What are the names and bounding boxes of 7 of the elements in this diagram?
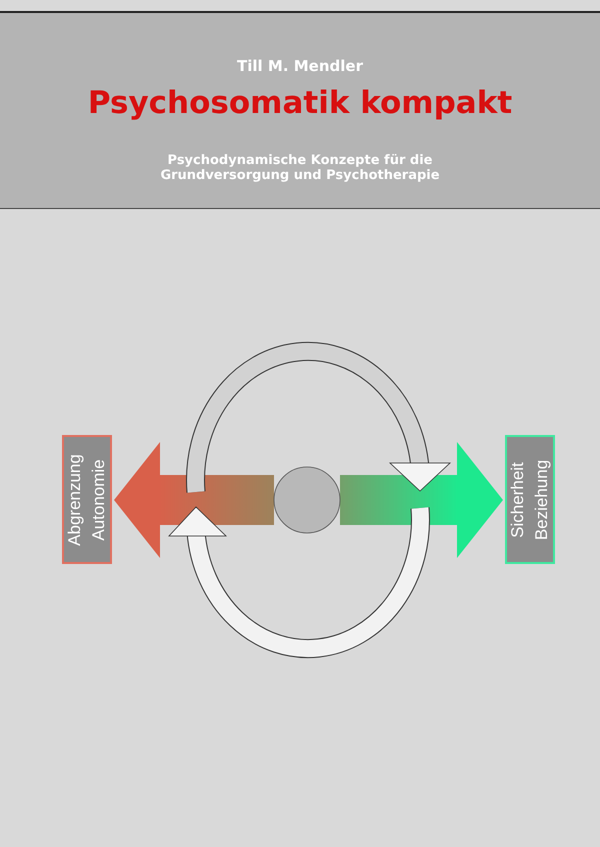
label-box: Abgrenzung Autonomie [62,435,112,564]
author-name: Till M. Mendler [237,57,363,75]
book-title: Psychosomatik kompakt [88,85,512,121]
subtitle: Psychodynamische Konzepte für die Grundversorgung und Psychotherapie [160,153,440,183]
label-box: Sicherheit Beziehung [505,435,555,564]
center-circle [274,466,340,534]
header-band [0,11,600,209]
